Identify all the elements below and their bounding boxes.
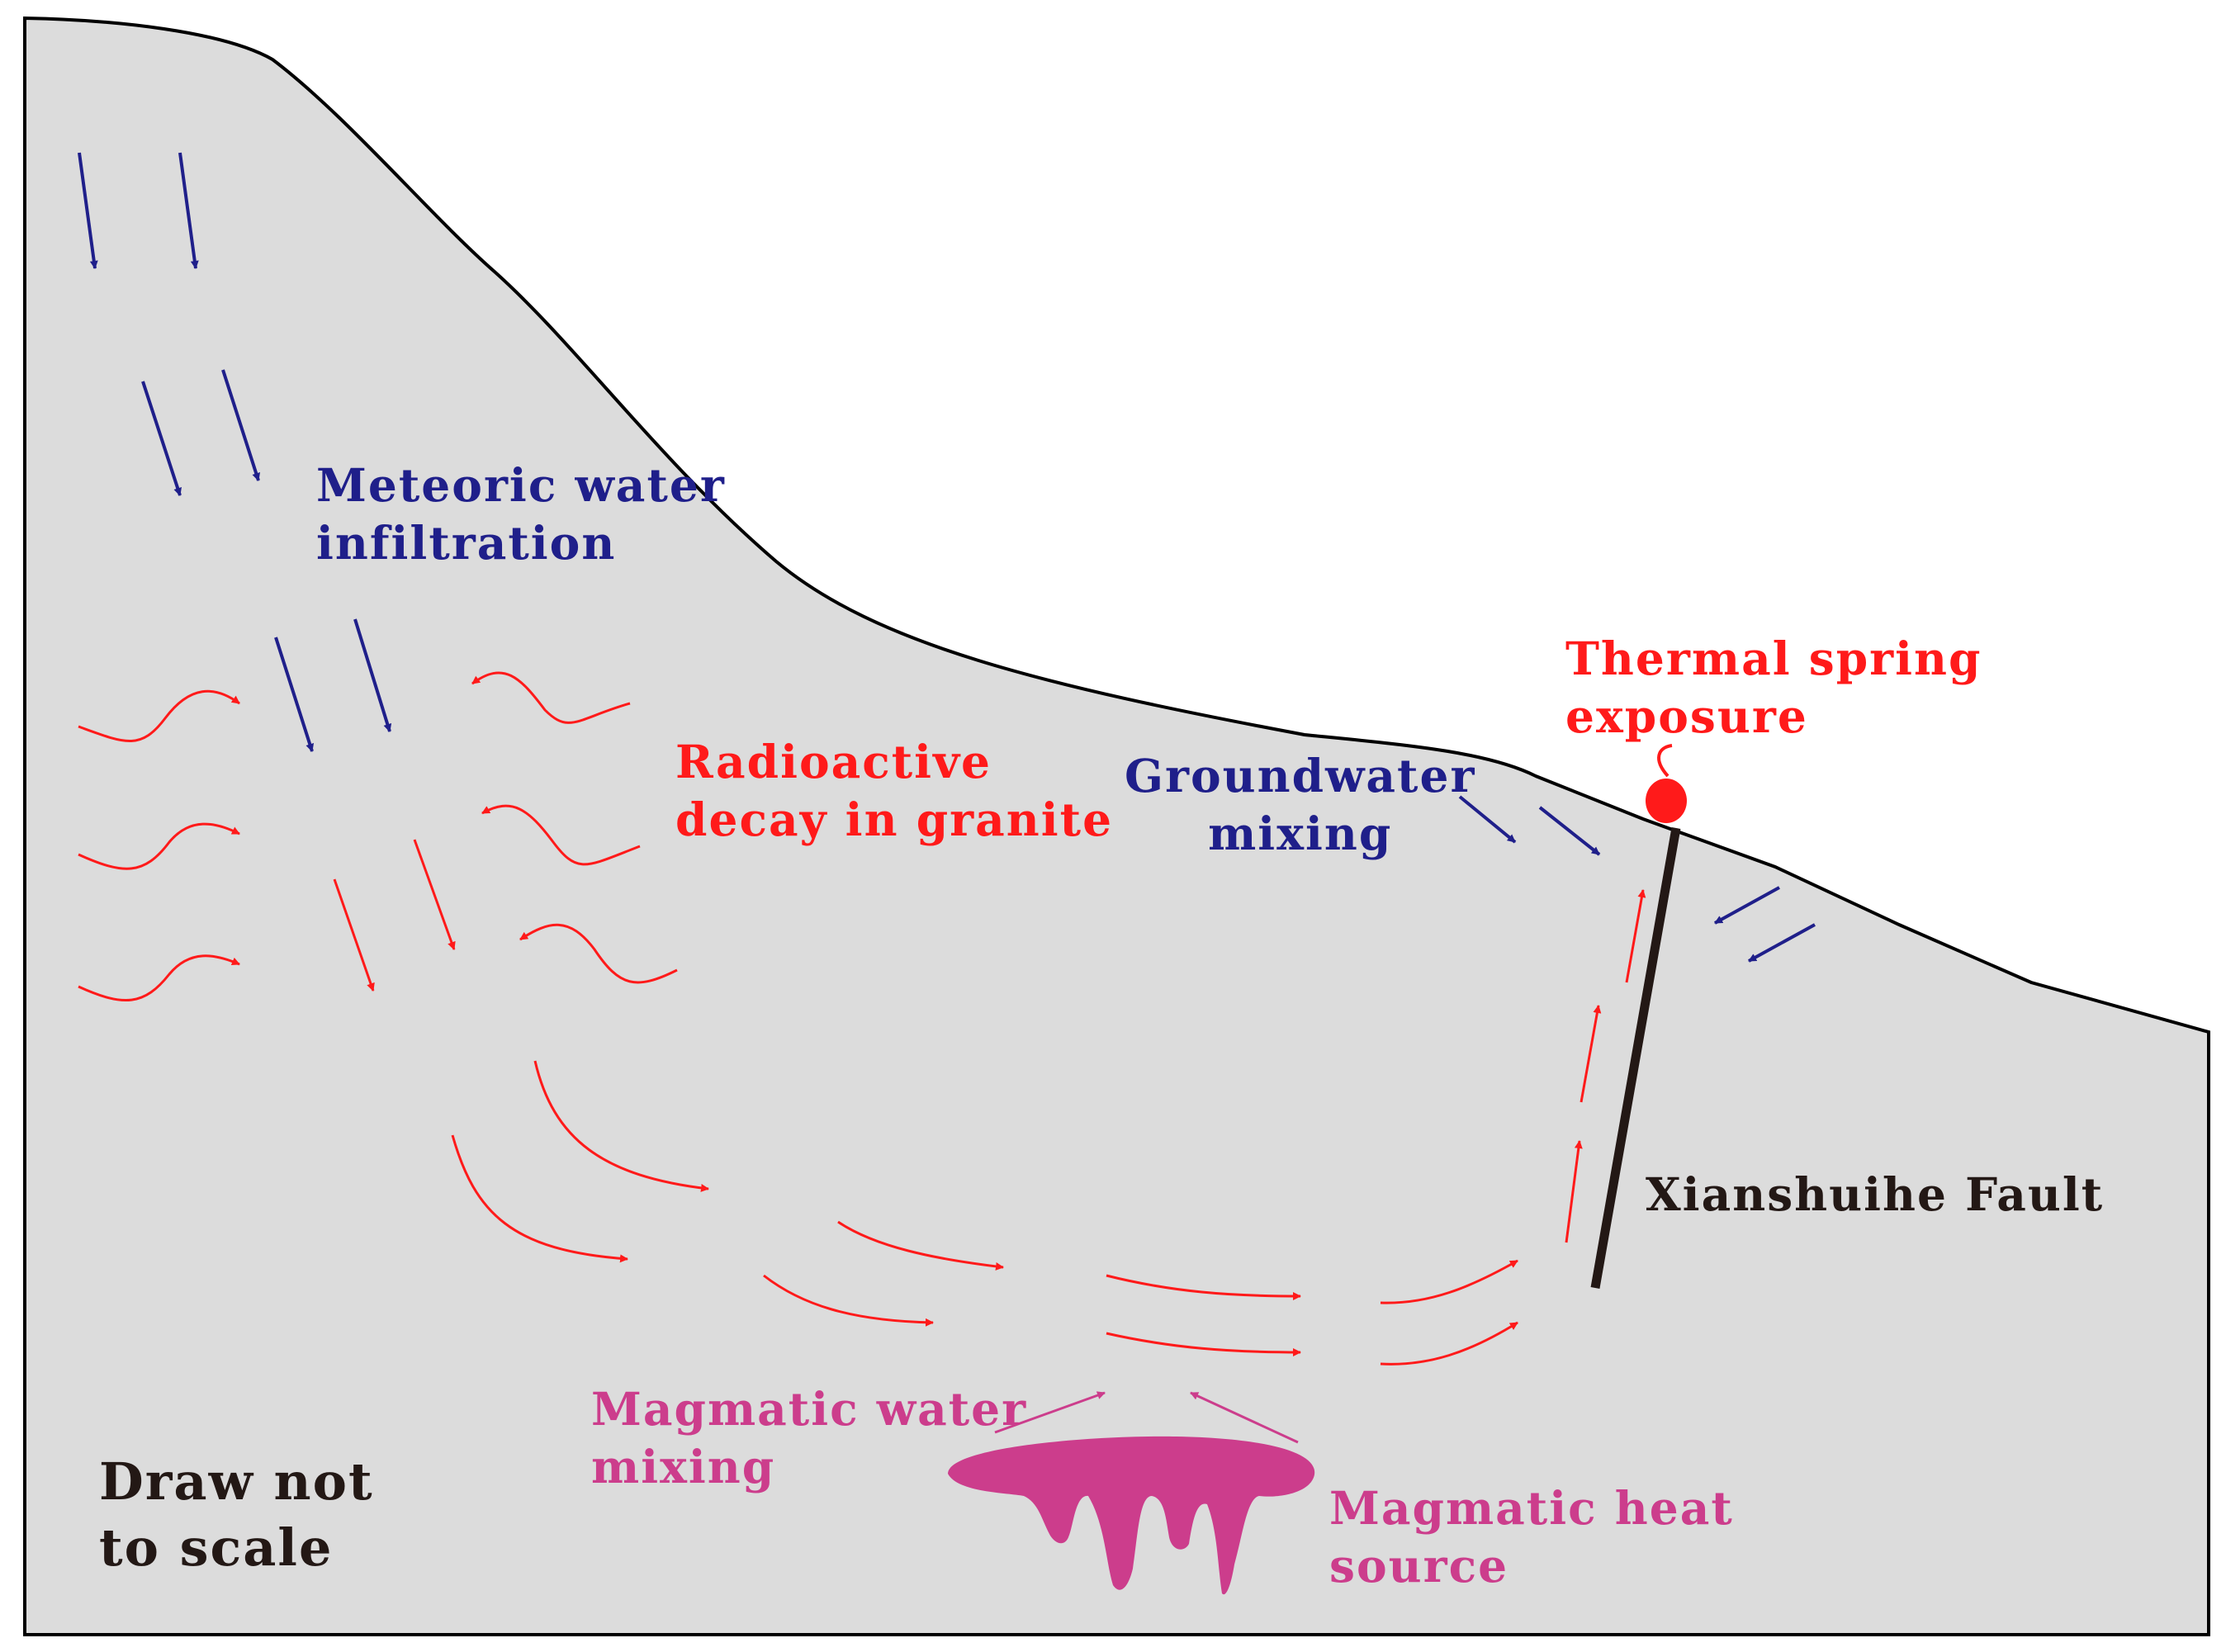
xianshuihe-fault-line — [1590, 827, 1681, 1289]
magma-chamber-icon — [948, 1436, 1315, 1595]
radioactive-label-line-1: Radioactive — [675, 735, 992, 788]
groundwater-label-line-1: Groundwater — [1125, 749, 1476, 802]
meteoric-water-label: Meteoric water infiltration — [316, 457, 726, 572]
meteoric-arrows — [78, 152, 392, 752]
thermal-label-line-2: exposure — [1565, 689, 1808, 743]
groundwater-label-line-2: mixing — [1208, 807, 1393, 860]
meteoric-label-line-2: infiltration — [316, 516, 617, 570]
magmatic-arrows — [994, 1391, 1299, 1444]
radiogenic-heat-waves — [78, 671, 678, 1002]
thermal-spring-icon — [1646, 779, 1687, 823]
thermal-spring-label: Thermal spring exposure — [1565, 630, 1982, 746]
magmatic-heat-label: Magmatic heat source — [1329, 1479, 1734, 1595]
groundwater-arrows — [1458, 795, 1816, 963]
magmatic-water-line-2: mixing — [591, 1440, 776, 1493]
hot-water-flow — [333, 839, 1646, 1366]
magmatic-water-line-1: Magmatic water — [591, 1382, 1028, 1436]
fault-label: Xianshuihe Fault — [1646, 1166, 2104, 1224]
meteoric-label-line-1: Meteoric water — [316, 458, 726, 512]
thermal-spring-squiggle — [1657, 744, 1673, 778]
thermal-label-line-1: Thermal spring — [1565, 632, 1982, 685]
fault-label-text: Xianshuihe Fault — [1646, 1167, 2105, 1221]
magmatic-heat-line-2: source — [1329, 1539, 1509, 1593]
magmatic-water-label: Magmatic water mixing — [591, 1380, 1027, 1496]
scale-note-line-1: Draw not — [99, 1451, 374, 1512]
scale-note-line-2: to scale — [99, 1517, 334, 1578]
magmatic-heat-line-1: Magmatic heat — [1329, 1481, 1734, 1535]
groundwater-mixing-label: Groundwater mixing — [1125, 747, 1475, 863]
scale-note: Draw not to scale — [99, 1449, 374, 1581]
radioactive-label-line-2: decay in granite — [675, 793, 1114, 846]
ground-body — [23, 16, 2210, 1636]
radioactive-decay-label: Radioactive decay in granite — [675, 733, 1113, 849]
